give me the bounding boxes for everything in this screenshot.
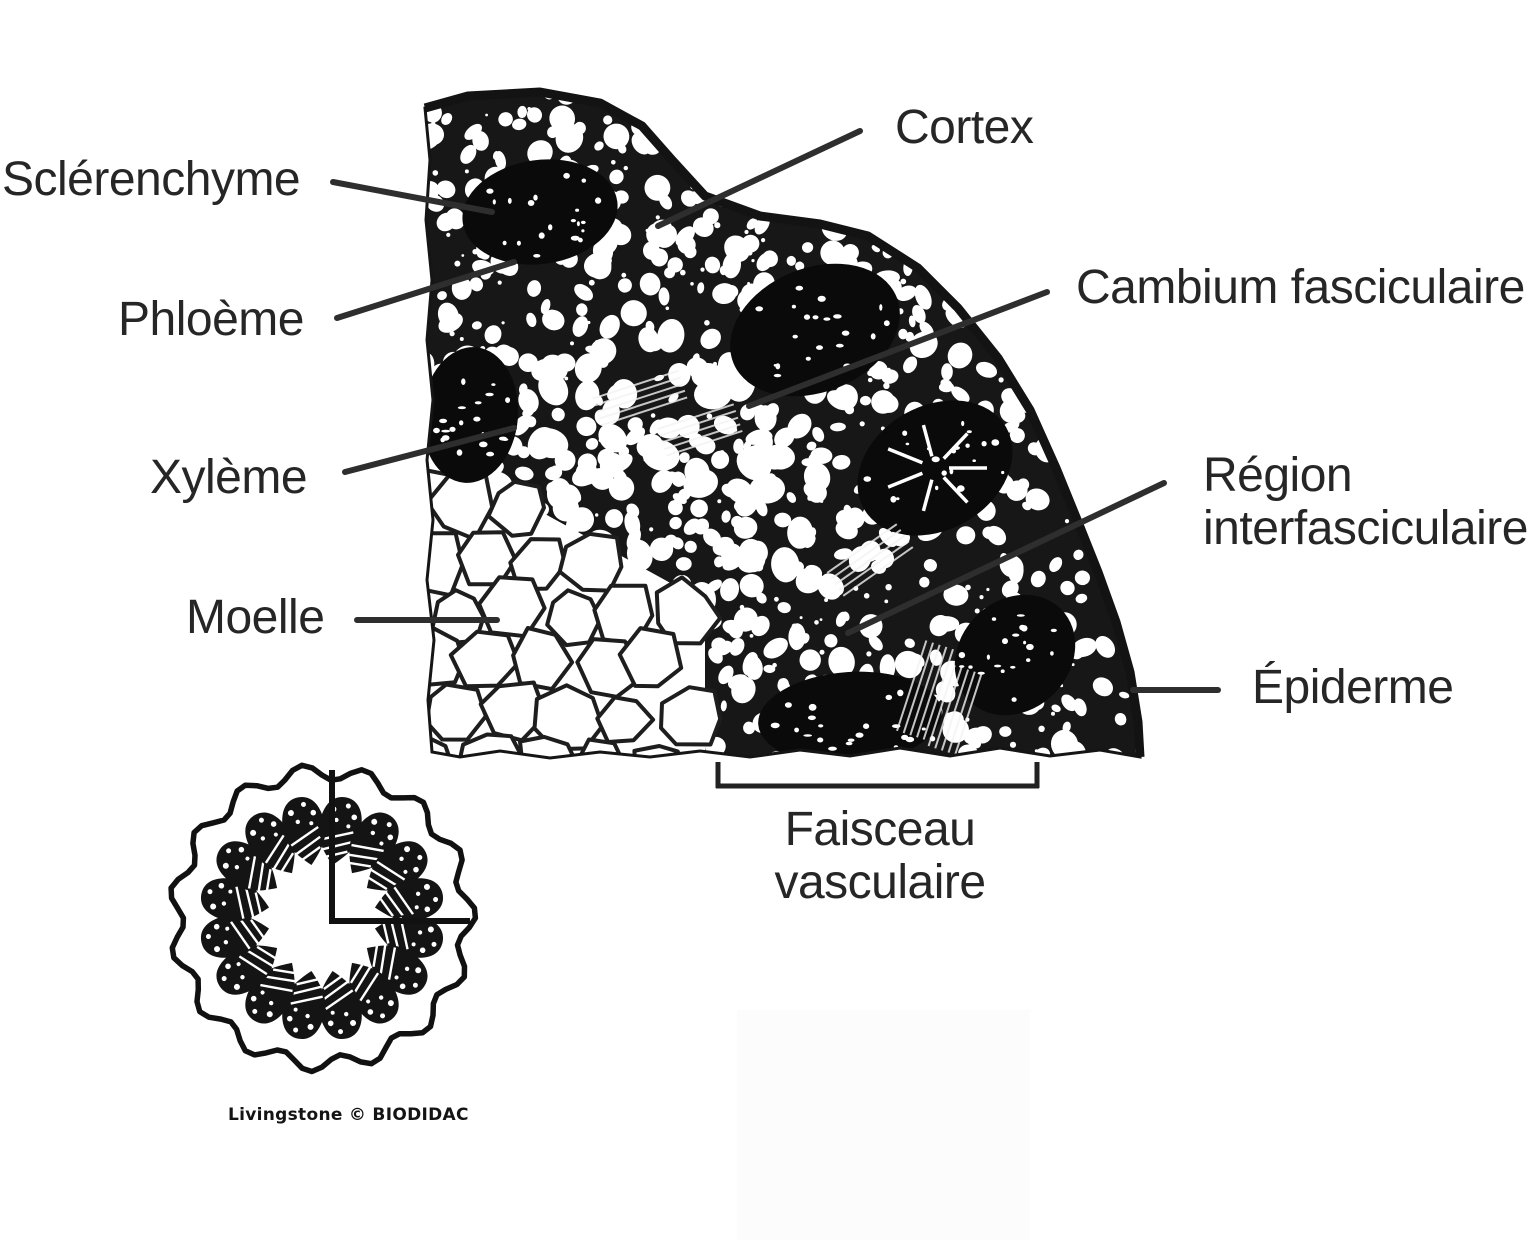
phloeme-leader — [334, 259, 517, 321]
faint-watermark-panel — [737, 1010, 1030, 1240]
faisceau-bracket — [715, 762, 1040, 789]
label-moelle: Moelle — [186, 591, 325, 644]
cortex-leader — [655, 128, 863, 229]
label-sclerenchyme: Sclérenchyme — [2, 153, 301, 206]
cambium-leader — [746, 289, 1050, 409]
credit-text: Livingstone © BIODIDAC — [228, 1105, 469, 1125]
inset-whole-stem-diagram — [168, 762, 479, 1075]
label-faisceau-line1: Faisceau — [784, 803, 976, 856]
label-xyleme: Xylème — [150, 451, 308, 504]
label-region-line1: Région — [1203, 449, 1353, 502]
region-leader — [845, 480, 1167, 636]
xyleme-leader — [342, 425, 517, 475]
label-cambium-fasciculaire: Cambium fasciculaire — [1076, 261, 1525, 314]
label-faisceau-vasculaire: Faisceau vasculaire — [730, 803, 1030, 910]
leader-lines — [330, 128, 1221, 693]
label-region-line2: interfasciculaire — [1203, 501, 1528, 555]
label-epiderme: Épiderme — [1252, 661, 1454, 714]
tissue-texture — [425, 92, 1140, 758]
label-region-interfasciculaire: Région interfasciculaire — [1203, 449, 1528, 556]
inset-quarter-indicator — [329, 770, 470, 924]
label-phloeme: Phloème — [118, 293, 304, 346]
label-cortex: Cortex — [895, 101, 1034, 154]
label-faisceau-line2: vasculaire — [774, 855, 986, 909]
epidermis-edge — [423, 87, 1145, 758]
sclerenchyme-leader — [330, 179, 495, 215]
